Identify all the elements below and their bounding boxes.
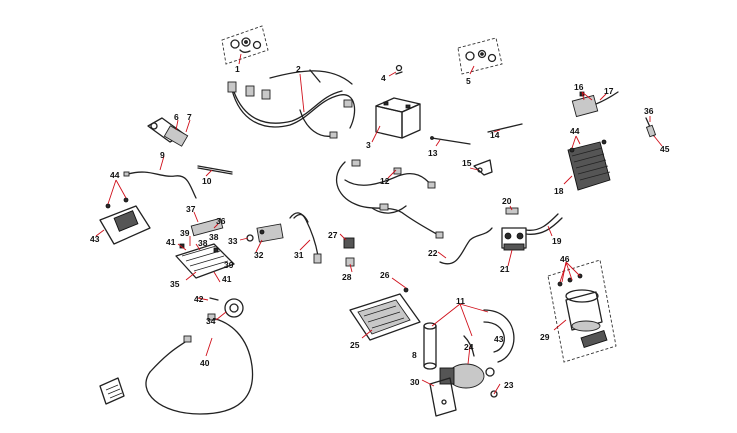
callout-22: 22 xyxy=(428,248,438,258)
part-1-connector-kit xyxy=(221,25,269,65)
callout-24: 24 xyxy=(464,342,474,352)
callout-23: 23 xyxy=(504,380,514,390)
callout-15: 15 xyxy=(462,158,472,168)
callout-44: 44 xyxy=(110,170,120,180)
callout-40: 40 xyxy=(200,358,210,368)
part-43-cdi xyxy=(99,197,151,245)
part-13-wire xyxy=(430,136,471,145)
callout-6: 6 xyxy=(174,112,179,122)
book-icon xyxy=(99,377,125,405)
callout-44b: 44 xyxy=(570,126,580,136)
callout-30: 30 xyxy=(410,377,420,387)
callout-37: 37 xyxy=(186,204,196,214)
callout-43b: 43 xyxy=(494,334,504,344)
part-32-33-coil xyxy=(246,223,284,243)
callout-29: 29 xyxy=(540,332,550,342)
callout-25: 25 xyxy=(350,340,360,350)
part-12-sub-harness xyxy=(335,159,444,239)
callout-11: 11 xyxy=(456,296,465,306)
callout-34: 34 xyxy=(206,316,216,326)
part-3-battery xyxy=(375,97,421,139)
callout-46: 46 xyxy=(560,254,570,264)
part-20-21-module xyxy=(501,207,527,251)
leader-lines xyxy=(95,53,663,395)
callout-9: 9 xyxy=(160,150,165,160)
callout-41: 41 xyxy=(166,237,176,247)
callout-28: 28 xyxy=(342,272,352,282)
part-2-main-harness xyxy=(227,69,356,139)
part-6-7-ignition-switch xyxy=(147,117,189,147)
callout-20: 20 xyxy=(502,196,512,206)
callout-31: 31 xyxy=(294,250,304,260)
part-35-fuse-box xyxy=(175,217,235,279)
callout-39b: 39 xyxy=(224,260,234,270)
callout-7: 7 xyxy=(187,112,192,122)
callout-12: 12 xyxy=(380,176,390,186)
callout-42: 42 xyxy=(194,294,204,304)
callout-17: 17 xyxy=(604,86,614,96)
part-45-sensor xyxy=(645,117,657,138)
part-30-bracket xyxy=(429,377,457,417)
callout-39: 39 xyxy=(180,228,190,238)
callout-35: 35 xyxy=(170,279,180,289)
callout-14: 14 xyxy=(490,130,500,140)
callout-19: 19 xyxy=(552,236,562,246)
callout-16: 16 xyxy=(574,82,584,92)
part-5-connector-kit xyxy=(457,37,503,75)
part-43-hose xyxy=(483,309,515,363)
callout-5: 5 xyxy=(466,76,471,86)
callout-21: 21 xyxy=(500,264,510,274)
part-9-wire xyxy=(123,171,197,199)
callout-1: 1 xyxy=(235,64,240,74)
callout-38: 38 xyxy=(198,238,208,248)
part-8-hose xyxy=(423,322,437,370)
part-31-plug-wire xyxy=(289,212,322,264)
callout-4: 4 xyxy=(381,73,386,83)
callout-36: 36 xyxy=(216,216,226,226)
callout-8: 8 xyxy=(412,350,417,360)
part-15-sensor xyxy=(473,159,493,176)
part-29-pump-assembly xyxy=(547,259,617,363)
callout-45: 45 xyxy=(660,144,670,154)
callout-10: 10 xyxy=(202,176,212,186)
part-40-harness xyxy=(145,313,254,415)
callout-27: 27 xyxy=(328,230,338,240)
part-34-horn xyxy=(209,297,244,318)
callout-43: 43 xyxy=(90,234,100,244)
callout-41b: 41 xyxy=(222,274,232,284)
callout-3: 3 xyxy=(366,140,371,150)
callout-18: 18 xyxy=(554,186,564,196)
part-22-wire xyxy=(439,227,493,265)
part-19-hose xyxy=(525,213,563,235)
callout-labels: 1 2 3 4 5 6 7 8 9 10 11 12 13 14 15 16 1… xyxy=(90,64,670,390)
part-23-clamp xyxy=(490,390,498,398)
part-18-regulator xyxy=(567,139,611,191)
callout-36b: 36 xyxy=(644,106,654,116)
callout-32: 32 xyxy=(254,250,264,260)
part-14-wire xyxy=(487,123,523,133)
part-25-ecu xyxy=(349,287,421,341)
part-27-28-sensor xyxy=(343,237,355,267)
part-24-fuel-pump xyxy=(439,335,495,389)
callout-13: 13 xyxy=(428,148,438,158)
part-10-rod xyxy=(197,165,233,175)
callout-38b: 38 xyxy=(209,232,219,242)
part-4-bolt xyxy=(395,64,403,75)
callout-33: 33 xyxy=(228,236,238,246)
callout-2: 2 xyxy=(296,64,301,74)
callout-26: 26 xyxy=(380,270,390,280)
